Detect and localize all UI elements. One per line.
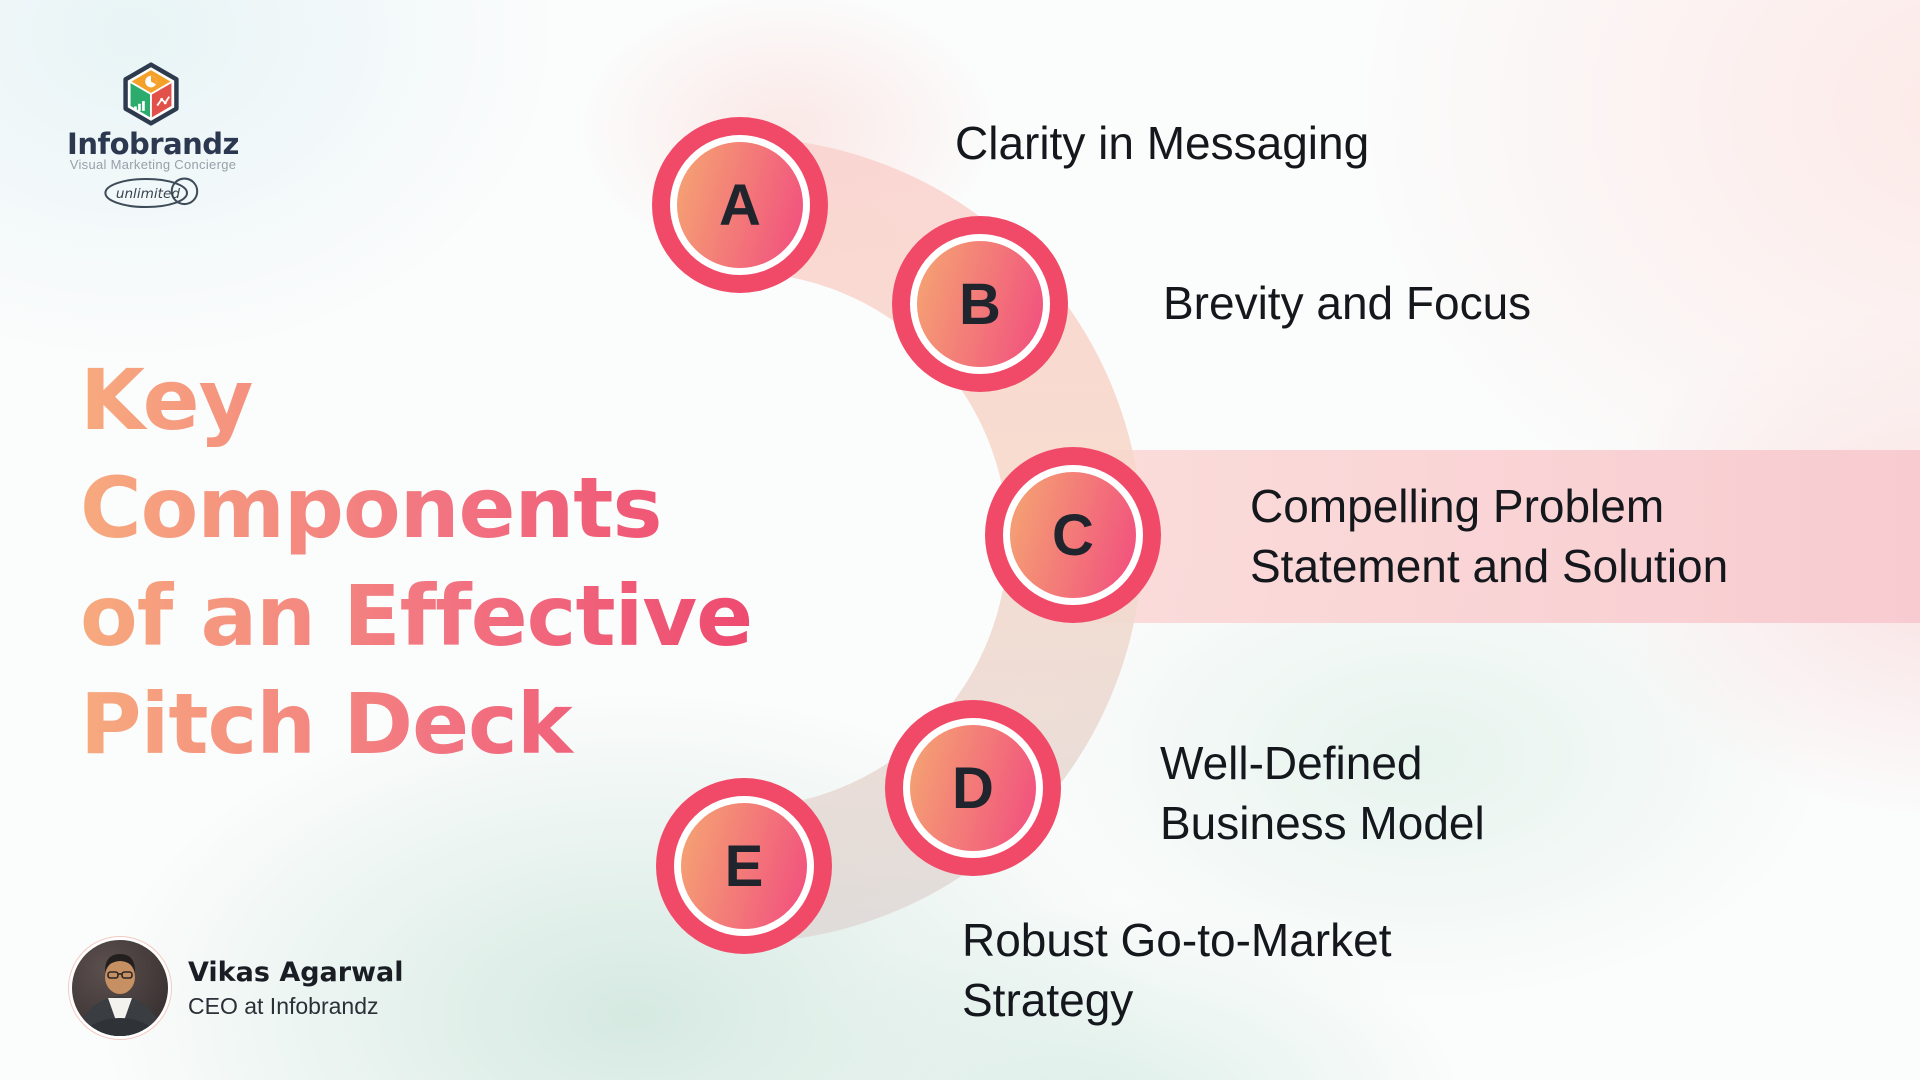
step-letter-a: A xyxy=(670,135,810,275)
brand-tagline: Visual Marketing Concierge xyxy=(69,157,237,172)
step-letter-b: B xyxy=(910,234,1050,374)
step-label-c: Compelling Problem Statement and Solutio… xyxy=(1250,476,1728,596)
title-line: Components xyxy=(80,459,662,557)
author-avatar xyxy=(72,940,168,1036)
step-label-e: Robust Go-to-Market Strategy xyxy=(962,910,1391,1030)
step-circle-c: C xyxy=(985,447,1161,623)
step-label-b: Brevity and Focus xyxy=(1163,273,1531,333)
title-line: Key xyxy=(80,351,253,449)
author-photo-icon xyxy=(72,940,168,1036)
step-label-line: Robust Go-to-Market xyxy=(962,914,1392,966)
step-letter-d: D xyxy=(903,718,1043,858)
step-label-line: Business Model xyxy=(1160,797,1485,849)
author-name: Vikas Agarwal xyxy=(188,957,404,988)
step-label-a: Clarity in Messaging xyxy=(955,113,1369,173)
infobrandz-cube-logo-icon xyxy=(123,62,179,126)
author-role: CEO at Infobrandz xyxy=(188,993,379,1019)
step-label-line: Well-Defined xyxy=(1160,737,1423,789)
step-label-d: Well-Defined Business Model xyxy=(1160,733,1485,853)
step-label-line: Statement and Solution xyxy=(1250,540,1729,592)
step-circle-d: D xyxy=(885,700,1061,876)
page-title: Key Components of an Effective Pitch Dec… xyxy=(80,346,752,778)
step-circle-e: E xyxy=(656,778,832,954)
brand-name: Infobrandz xyxy=(67,127,239,161)
step-letter-e: E xyxy=(674,796,814,936)
step-label-line: Compelling Problem xyxy=(1250,480,1665,532)
step-circle-b: B xyxy=(892,216,1068,392)
step-label-line: Strategy xyxy=(962,974,1134,1026)
unlimited-badge-text: unlimited xyxy=(116,186,180,202)
step-label-line: Clarity in Messaging xyxy=(955,117,1370,169)
title-line: Pitch Deck xyxy=(80,675,572,773)
highlight-band xyxy=(1080,450,1920,623)
step-label-line: Brevity and Focus xyxy=(1163,277,1532,329)
title-line: of an Effective xyxy=(80,567,753,665)
step-letter-c: C xyxy=(1003,465,1143,605)
step-circle-a: A xyxy=(652,117,828,293)
unlimited-badge: unlimited xyxy=(104,177,199,209)
